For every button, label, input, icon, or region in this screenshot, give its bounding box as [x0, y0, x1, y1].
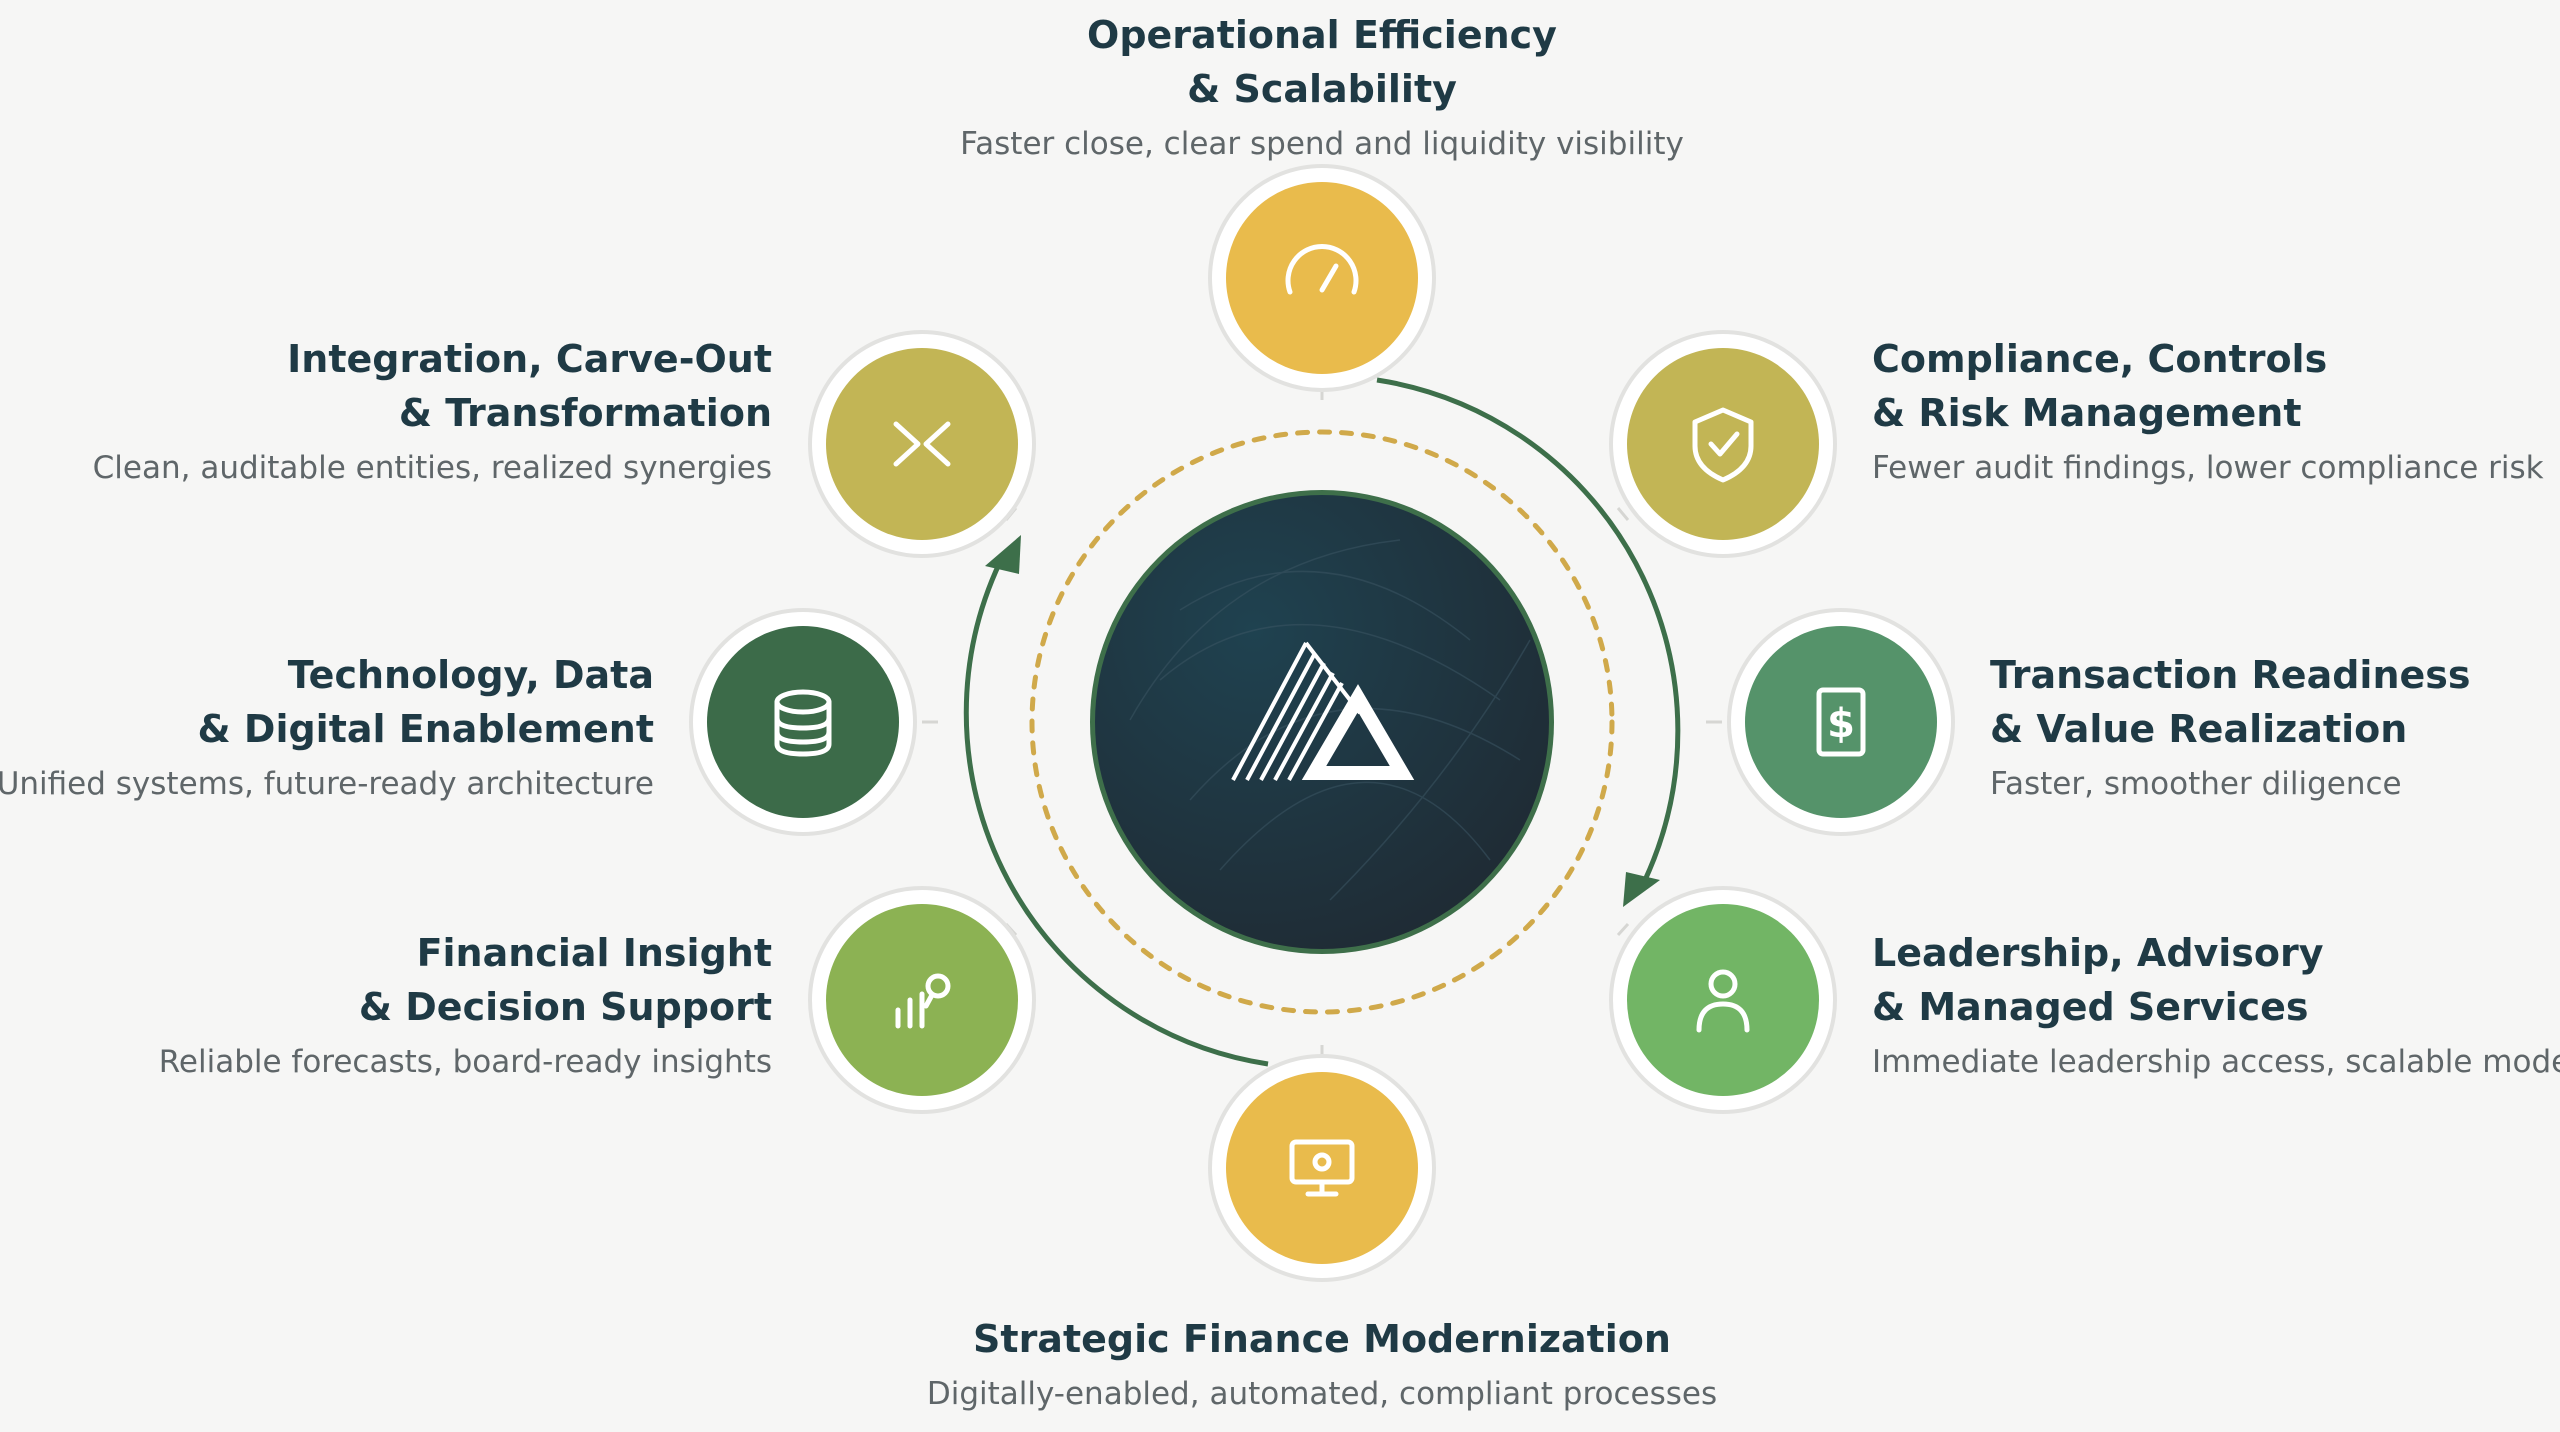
title-line: Leadership, Advisory	[1872, 931, 2324, 975]
shield-check-icon	[1692, 407, 1754, 483]
cycle-arrow-left	[963, 560, 1269, 1067]
chart-search-icon	[895, 973, 951, 1029]
title-line: Strategic Finance Modernization	[973, 1317, 1671, 1361]
speedometer-icon	[1285, 244, 1359, 295]
title-line: & Transformation	[398, 391, 772, 435]
svg-text:$: $	[1827, 701, 1855, 747]
label-leadership: Leadership, Advisory & Managed Services …	[1872, 926, 2560, 1084]
node-disc	[707, 626, 899, 818]
node-technology	[689, 608, 917, 836]
label-operational: Operational Efficiency & Scalability Fas…	[922, 8, 1722, 166]
arrowhead-left-icon	[985, 535, 1021, 574]
title-line: Technology, Data	[287, 653, 654, 697]
dashed-ring	[1029, 429, 1615, 1015]
monitor-icon	[1289, 1139, 1355, 1197]
label-technology: Technology, Data & Digital Enablement Un…	[0, 648, 654, 806]
title-line: Operational Efficiency	[1087, 13, 1557, 57]
node-integration	[808, 330, 1036, 558]
node-disc	[1745, 626, 1937, 818]
label-compliance: Compliance, Controls & Risk Management F…	[1872, 332, 2544, 490]
title-line: & Scalability	[1187, 67, 1457, 111]
node-transaction: $	[1727, 608, 1955, 836]
triangle-logo-icon	[1231, 641, 1415, 781]
center-hub	[1090, 490, 1554, 954]
title-line: & Value Realization	[1990, 707, 2408, 751]
cycle-arrow-right	[1376, 377, 1681, 882]
title-line: Transaction Readiness	[1990, 653, 2471, 697]
label-strategic: Strategic Finance Modernization Digitall…	[872, 1312, 1772, 1416]
node-financial	[808, 886, 1036, 1114]
description: Reliable forecasts, board-ready insights	[158, 1044, 772, 1080]
user-icon	[1696, 969, 1750, 1033]
title-line: & Digital Enablement	[197, 707, 654, 751]
description: Digitally-enabled, automated, compliant …	[926, 1376, 1718, 1412]
node-disc	[1226, 182, 1418, 374]
description: Faster close, clear spend and liquidity …	[960, 126, 1684, 162]
description: Immediate leadership access, scalable mo…	[1872, 1044, 2560, 1080]
title-line: & Decision Support	[358, 985, 772, 1029]
title-line: Financial Insight	[416, 931, 772, 975]
dollar-document-icon: $	[1816, 687, 1866, 757]
database-icon	[774, 689, 832, 757]
node-disc	[826, 348, 1018, 540]
description: Fewer audit findings, lower compliance r…	[1872, 450, 2544, 486]
node-operational	[1208, 164, 1436, 392]
node-disc	[1627, 348, 1819, 540]
title-line: Integration, Carve-Out	[287, 337, 772, 381]
label-integration: Integration, Carve-Out & Transformation …	[93, 332, 772, 490]
node-leadership	[1609, 886, 1837, 1114]
title-line: Compliance, Controls	[1872, 337, 2328, 381]
arrowhead-right-icon	[1623, 872, 1660, 907]
label-financial: Financial Insight & Decision Support Rel…	[159, 926, 772, 1084]
title-line: & Risk Management	[1872, 391, 2302, 435]
node-strategic	[1208, 1054, 1436, 1282]
merge-arrows-icon	[893, 421, 951, 467]
label-transaction: Transaction Readiness & Value Realizatio…	[1990, 648, 2471, 806]
node-compliance	[1609, 330, 1837, 558]
description: Unified systems, future-ready architectu…	[0, 766, 654, 802]
title-line: & Managed Services	[1872, 985, 2309, 1029]
description: Faster, smoother diligence	[1990, 766, 2402, 802]
description: Clean, auditable entities, realized syne…	[92, 450, 772, 486]
node-disc	[1627, 904, 1819, 1096]
